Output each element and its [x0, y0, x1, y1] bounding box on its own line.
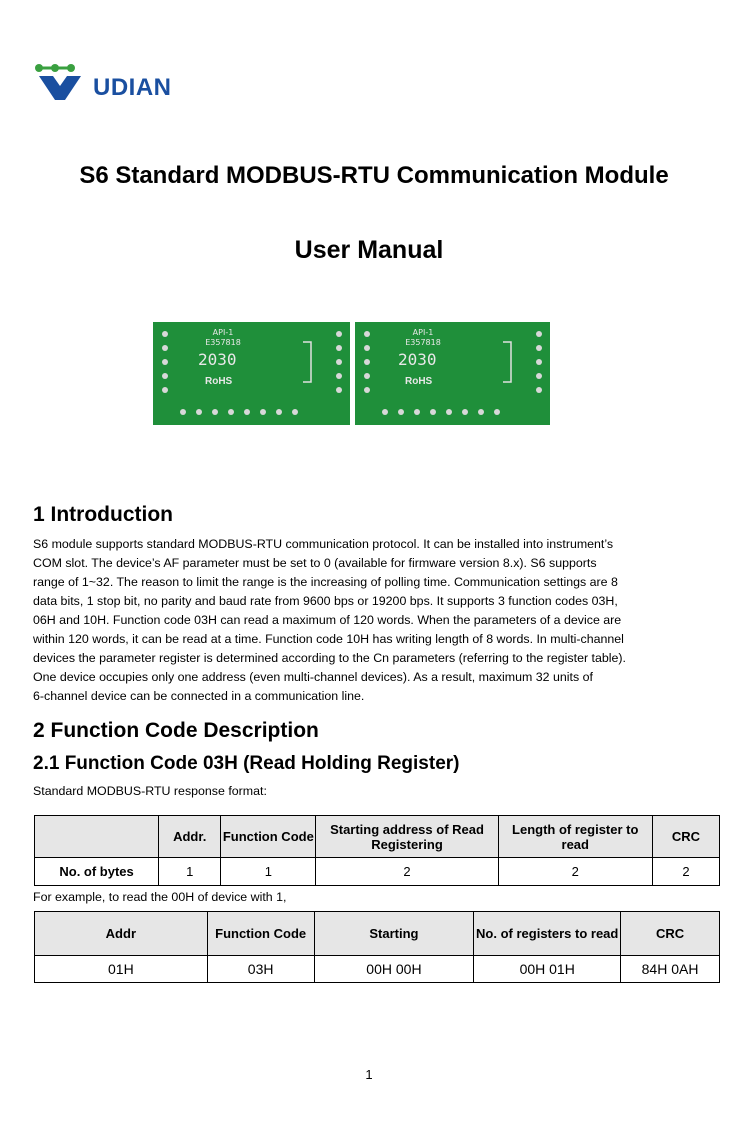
pcb-label: E357818	[405, 338, 441, 347]
example-label: For example, to read the 00H of device w…	[33, 890, 287, 904]
table-header-cell: Starting address of Read Registering	[315, 815, 499, 858]
section-heading-function-code: 2 Function Code Description	[33, 719, 319, 742]
introduction-paragraph: S6 module supports standard MODBUS-RTU c…	[33, 535, 709, 706]
paragraph-line: 6-channel device can be connected in a c…	[33, 689, 365, 703]
paragraph-line: S6 module supports standard MODBUS-RTU c…	[33, 537, 614, 551]
pcb-label: API-1	[412, 328, 434, 337]
pcb-label: RoHS	[405, 376, 433, 387]
table-header-cell: Addr.	[158, 815, 222, 858]
table-cell: 1	[220, 857, 317, 886]
table-header-cell: Function Code	[220, 815, 317, 858]
company-logo: UDIAN	[33, 60, 173, 102]
table-cell: 01H	[34, 955, 208, 983]
table-row: 01H 03H 00H 00H 00H 01H 84H 0AH	[34, 955, 720, 983]
table-header-cell: Length of register to read	[497, 815, 653, 858]
paragraph-line: 06H and 10H. Function code 03H can read …	[33, 613, 622, 627]
logo-text: UDIAN	[93, 74, 172, 101]
module-photo-right: API-1 E357818 2030 RoHS	[355, 322, 550, 425]
table-header-cell: Function Code	[206, 911, 315, 956]
document-subtitle: User Manual	[294, 236, 444, 264]
table-cell: 03H	[206, 955, 315, 983]
paragraph-line: COM slot. The device’s AF parameter must…	[33, 556, 597, 570]
table-cell: 1	[158, 857, 222, 886]
table-header-cell: Addr	[34, 911, 208, 956]
table-cell: 00H 00H	[313, 955, 475, 983]
pcb-label: 2030	[398, 350, 437, 369]
paragraph-line: devices the parameter register is determ…	[33, 651, 626, 665]
table-cell: No. of bytes	[33, 857, 160, 886]
paragraph-line: range of 1~32. The reason to limit the r…	[33, 575, 618, 589]
table-header-cell	[33, 815, 160, 858]
table-header-cell: Starting	[313, 911, 475, 956]
pcb-label: 2030	[198, 350, 237, 369]
pcb-label: E357818	[205, 338, 241, 347]
paragraph-line: One device occupies only one address (ev…	[33, 670, 593, 684]
table-row: No. of bytes 1 1 2 2 2	[33, 857, 721, 886]
table-header-cell: CRC	[651, 815, 721, 858]
paragraph-line: data bits, 1 stop bit, no parity and bau…	[33, 594, 618, 608]
table-cell: 2	[497, 857, 653, 886]
table-header-row: Addr. Function Code Starting address of …	[33, 815, 721, 858]
subsection-heading-03h: 2.1 Function Code 03H (Read Holding Regi…	[33, 753, 460, 774]
document-title: S6 Standard MODBUS-RTU Communication Mod…	[79, 162, 669, 189]
response-format-table: Addr. Function Code Starting address of …	[33, 815, 721, 886]
pcb-label: API-1	[212, 328, 234, 337]
table-header-cell: CRC	[620, 911, 720, 956]
table-header-row: Addr Function Code Starting No. of regis…	[34, 911, 720, 956]
section-heading-introduction: 1 Introduction	[33, 503, 173, 526]
table-header-cell: No. of registers to read	[473, 911, 622, 956]
pcb-label: RoHS	[205, 376, 233, 387]
table-cell: 84H 0AH	[620, 955, 720, 983]
page-number: 1	[365, 1067, 373, 1082]
table-cell: 2	[651, 857, 721, 886]
example-request-table: Addr Function Code Starting No. of regis…	[34, 911, 720, 983]
table-cell: 2	[315, 857, 499, 886]
table-cell: 00H 01H	[473, 955, 622, 983]
module-photo-left: API-1 E357818 2030 RoHS	[153, 322, 350, 425]
logo-icon	[35, 64, 81, 100]
paragraph-line: within 120 words, it can be read at a ti…	[33, 632, 624, 646]
format-label: Standard MODBUS-RTU response format:	[33, 784, 267, 798]
